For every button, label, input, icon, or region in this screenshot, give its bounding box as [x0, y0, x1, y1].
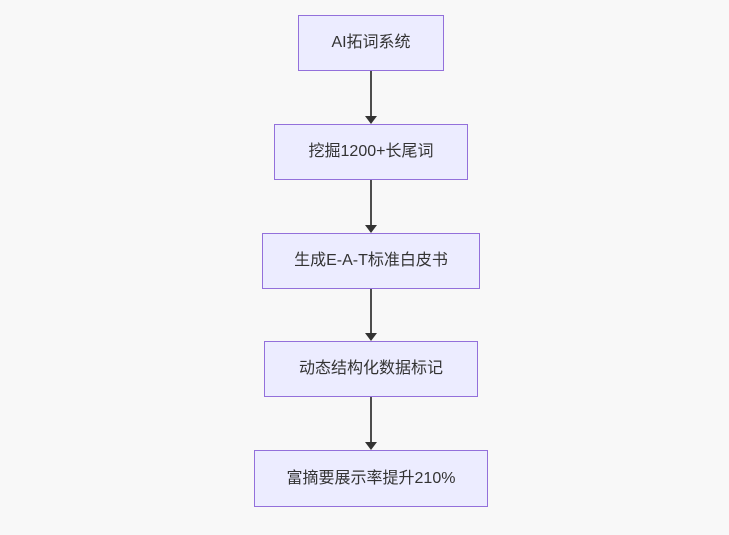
arrow-shaft — [370, 289, 372, 333]
arrow-head-icon — [365, 116, 377, 124]
arrow-down-connector — [365, 180, 377, 233]
arrow-head-icon — [365, 225, 377, 233]
arrow-shaft — [370, 71, 372, 116]
arrow-down-connector — [365, 289, 377, 341]
flowchart-node-ai-system: AI拓词系统 — [298, 15, 444, 71]
arrow-head-icon — [365, 333, 377, 341]
flowchart-node-eat-whitepaper: 生成E-A-T标准白皮书 — [262, 233, 480, 289]
arrow-shaft — [370, 180, 372, 225]
flowchart-node-structured-data: 动态结构化数据标记 — [264, 341, 478, 397]
node-label: 富摘要展示率提升210% — [286, 469, 456, 487]
flowchart-node-rich-snippet-result: 富摘要展示率提升210% — [254, 450, 488, 507]
node-label: 挖掘1200+长尾词 — [308, 143, 434, 160]
arrow-down-connector — [365, 397, 377, 450]
arrow-down-connector — [365, 71, 377, 124]
flowchart-node-longtail-keywords: 挖掘1200+长尾词 — [274, 124, 468, 180]
node-label: AI拓词系统 — [331, 34, 411, 51]
node-label: 生成E-A-T标准白皮书 — [294, 252, 448, 269]
arrow-shaft — [370, 397, 372, 442]
node-label: 动态结构化数据标记 — [298, 360, 443, 377]
arrow-head-icon — [365, 442, 377, 450]
